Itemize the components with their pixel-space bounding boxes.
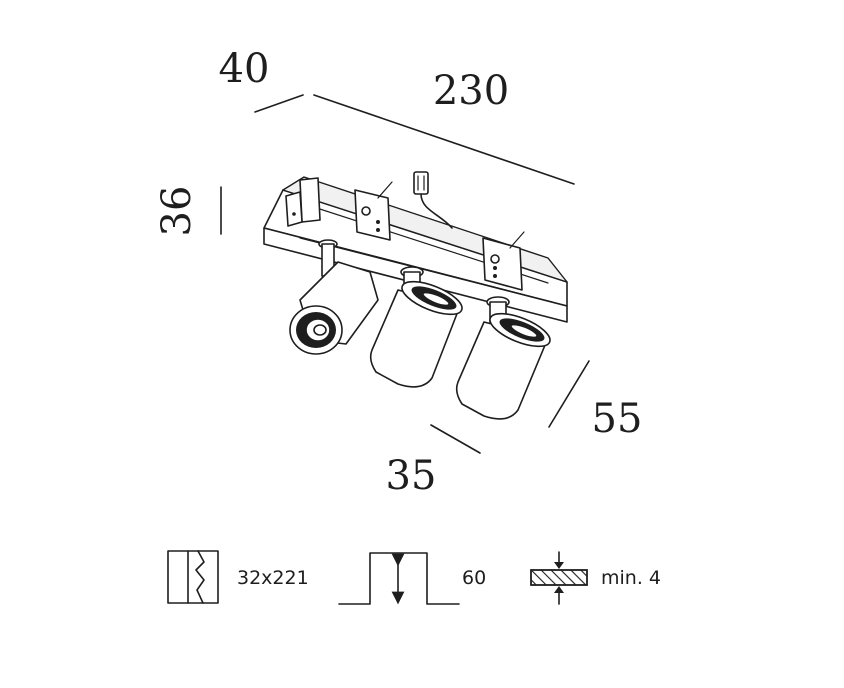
- housing-inner-edge: [299, 237, 553, 303]
- connector-block: [413, 171, 429, 195]
- luminaire-drawing: [263, 171, 568, 420]
- dimension-label-length: 230: [433, 68, 509, 114]
- spec-value-cutout: 32x221: [237, 567, 309, 589]
- dimension-lines: [220, 94, 590, 454]
- dimension-label-spot: 35: [386, 453, 437, 499]
- spec-value-ceiling-thickness: min. 4: [601, 567, 661, 589]
- length-dimension-line: [313, 94, 575, 185]
- spotlight-2-body: [369, 289, 461, 388]
- dimension-label-depth: 40: [219, 46, 270, 92]
- spotlight-2: [369, 266, 463, 388]
- spec-value-recess-depth: 60: [462, 567, 486, 589]
- mounting-clip-middle: [354, 181, 393, 241]
- ceiling-thickness-icon: [530, 551, 588, 605]
- connector-cable: [413, 171, 453, 229]
- recess-depth-icon: [338, 552, 460, 605]
- cable: [420, 193, 453, 229]
- specs-row: 32x221 60 min. 4: [167, 550, 661, 605]
- spot-dimension-line: [430, 424, 481, 454]
- mounting-clip-right: [482, 231, 525, 291]
- depth-dimension-line: [254, 94, 304, 113]
- mounting-clip-left: [285, 177, 321, 227]
- spotlight-1: [289, 239, 379, 355]
- cutout-icon: [167, 550, 219, 604]
- width-dimension-line: [548, 360, 590, 428]
- dimension-label-width: 55: [592, 396, 643, 442]
- spotlight-3-body: [455, 321, 549, 420]
- spotlight-3: [455, 296, 551, 420]
- dimension-label-height: 36: [154, 186, 200, 237]
